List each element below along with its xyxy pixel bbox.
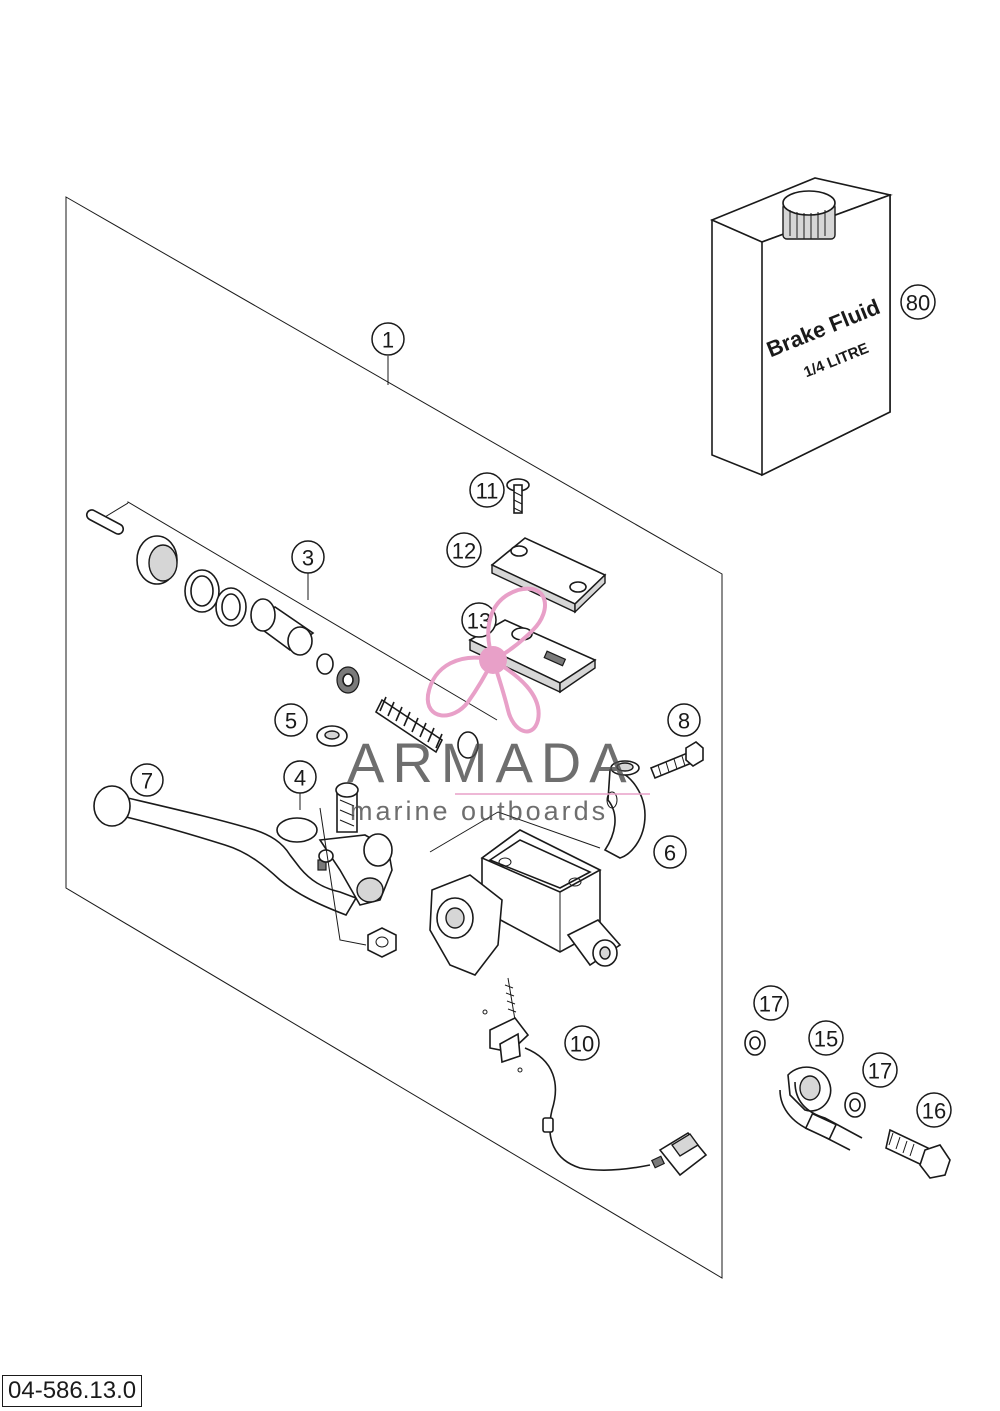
- assembly-frame: [65, 196, 723, 1279]
- svg-text:10: 10: [570, 1032, 594, 1057]
- svg-text:15: 15: [814, 1027, 838, 1052]
- svg-text:7: 7: [141, 769, 153, 794]
- svg-text:11: 11: [476, 479, 499, 504]
- brake-light-switch: [482, 977, 708, 1177]
- piston-kit: [85, 509, 479, 759]
- callout-5: 5: [274, 703, 308, 737]
- cover-screw: [506, 478, 530, 514]
- callout-3: 3: [291, 540, 325, 574]
- svg-text:5: 5: [285, 709, 297, 734]
- svg-text:12: 12: [452, 539, 476, 564]
- callout-16: 16: [916, 1092, 952, 1128]
- brake-hose: [744, 1030, 951, 1179]
- callout-7: 7: [130, 763, 164, 797]
- callout-8: 8: [667, 703, 701, 737]
- svg-text:17: 17: [868, 1059, 892, 1084]
- clamp-bolt: [649, 741, 704, 780]
- callout-1: 1: [371, 322, 405, 356]
- brake-fluid-bottle: Brake Fluid 1/4 LITRE: [709, 177, 893, 477]
- svg-text:6: 6: [664, 841, 676, 866]
- reservoir-cover: [490, 537, 607, 614]
- callout-12: 12: [446, 532, 482, 568]
- callout-80: 80: [900, 284, 936, 320]
- callout-15: 15: [808, 1020, 844, 1056]
- pivot-nut: [367, 927, 397, 958]
- svg-text:80: 80: [906, 291, 930, 316]
- callout-10: 10: [564, 1025, 600, 1061]
- callout-17-lower: 17: [862, 1052, 898, 1088]
- brake-lever: [93, 785, 358, 916]
- watermark: ARMADA marine outboards: [347, 586, 650, 826]
- svg-text:1: 1: [382, 328, 394, 353]
- svg-text:4: 4: [294, 766, 306, 791]
- svg-text:16: 16: [922, 1099, 946, 1124]
- watermark-brand: ARMADA: [347, 731, 635, 794]
- handlebar-clamp: [603, 760, 646, 859]
- lever-pivot: [318, 833, 393, 906]
- svg-text:3: 3: [302, 546, 314, 571]
- callout-11: 11: [469, 472, 505, 508]
- svg-text:8: 8: [678, 709, 690, 734]
- diagram-code: 04-586.13.0: [2, 1375, 143, 1407]
- propeller-logo: [425, 586, 547, 734]
- callout-6: 6: [653, 835, 687, 869]
- subassembly-frame: [127, 501, 498, 721]
- callout-4: 4: [283, 760, 317, 794]
- svg-text:17: 17: [759, 992, 783, 1017]
- master-cylinder: [429, 829, 622, 976]
- callout-17-upper: 17: [753, 985, 789, 1021]
- diaphragm: [468, 619, 597, 694]
- pivot-bolt: [335, 782, 359, 833]
- watermark-tagline: marine outboards: [350, 796, 608, 826]
